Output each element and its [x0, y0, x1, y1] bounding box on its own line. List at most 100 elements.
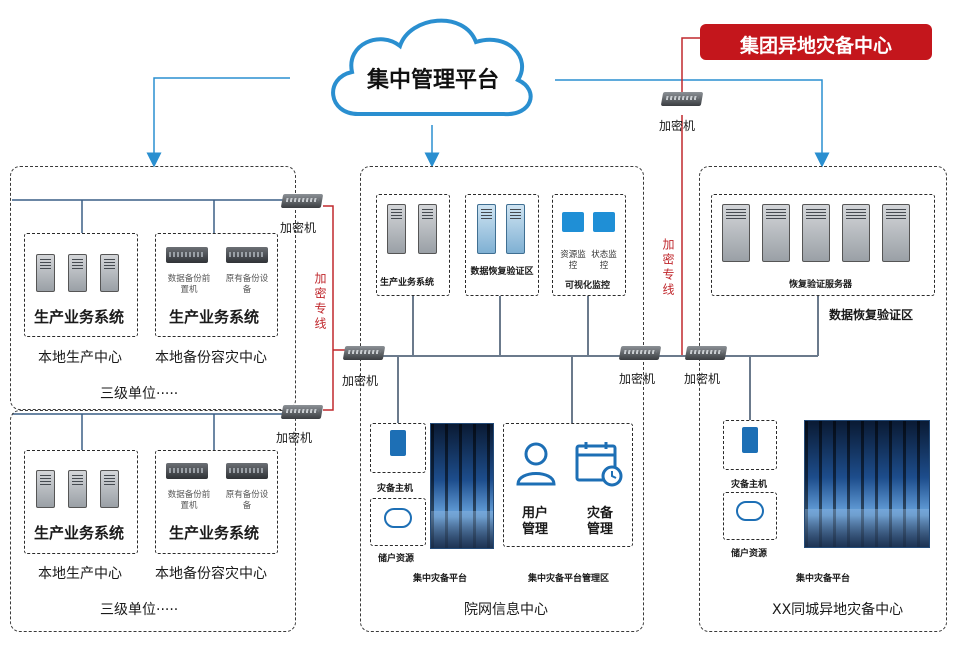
- server: [802, 204, 830, 262]
- dr-mgmt-label: 灾备管理: [587, 506, 614, 537]
- encryptor-device: [660, 92, 704, 106]
- datacenter-image: [430, 423, 494, 549]
- backup-system-box: [155, 233, 278, 337]
- encryptor-label: 加密机: [342, 374, 379, 388]
- server: [100, 254, 119, 292]
- dr-platform-label: 集中灾备平台: [413, 574, 468, 584]
- prod-system-label: 生产业务系统: [34, 308, 125, 326]
- dr-host-label: 灾备主机: [731, 480, 768, 490]
- encryptor-label: 加密机: [659, 119, 696, 133]
- storage-label: 储户资源: [731, 549, 768, 559]
- server: [882, 204, 910, 262]
- dedicated-line-label: 加密专线: [661, 238, 675, 298]
- cloud-storage-icon: [384, 508, 412, 528]
- group-center-label: 集团异地灾备中心: [739, 35, 892, 57]
- datacenter-image: [804, 420, 930, 548]
- recovery-zone-box: [465, 194, 539, 296]
- center-label: XX同城异地灾备中心: [772, 602, 904, 618]
- arrow-to-left: [146, 77, 290, 168]
- encryptor-device: [618, 346, 662, 360]
- recovery-zone-label: 数据恢复验证区: [470, 267, 534, 277]
- center-label: 院网信息中心: [464, 602, 548, 618]
- encryptor-device: [684, 346, 728, 360]
- backup-system-label: 生产业务系统: [169, 308, 260, 326]
- local-center-label: 本地生产中心: [38, 350, 122, 366]
- mgmt-zone-box: [503, 423, 633, 547]
- backup-system-label: 生产业务系统: [169, 524, 260, 542]
- calendar-icon: [575, 442, 623, 487]
- backup-device-2-label: 原有备份设备: [225, 490, 269, 511]
- rack-device: [226, 463, 268, 479]
- recovery-servers-label: 恢复验证服务器: [789, 280, 853, 290]
- monitor-resource-label: 资源监控: [560, 250, 586, 271]
- monitor-icon: [593, 212, 615, 232]
- local-center-label: 本地生产中心: [38, 566, 122, 582]
- backup-center-label: 本地备份容灾中心: [155, 350, 267, 366]
- group-center-box: [700, 24, 932, 60]
- server-icon: [390, 430, 406, 456]
- server: [418, 204, 437, 254]
- user-mgmt-label: 用户管理: [522, 506, 549, 537]
- dr-host-label: 灾备主机: [377, 484, 414, 494]
- encryptor-device: [280, 405, 324, 419]
- prod-system-box: [24, 450, 138, 554]
- red-line-right: [662, 115, 683, 357]
- cloud-title: 集中管理平台: [366, 68, 499, 93]
- right-center-box: [699, 166, 947, 632]
- prod-system-box: [24, 233, 138, 337]
- storage-box: [723, 492, 777, 540]
- encryptor-label: 加密机: [684, 372, 721, 386]
- encryptor-device: [342, 346, 386, 360]
- server: [762, 204, 790, 262]
- visual-monitor-box: [552, 194, 626, 296]
- cloud-shape: [331, 18, 533, 117]
- dr-host-box: [370, 423, 426, 473]
- user-icon: [516, 442, 556, 486]
- dr-platform-label: 集中灾备平台: [796, 574, 851, 584]
- rack-device: [166, 247, 208, 263]
- prod-system-box: [376, 194, 450, 296]
- backup-device-2-label: 原有备份设备: [225, 274, 269, 295]
- recovery-servers-box: [711, 194, 935, 296]
- backup-device-1-label: 数据备份前置机: [167, 274, 211, 295]
- server: [477, 204, 496, 254]
- monitor-icon: [562, 212, 584, 232]
- dedicated-line-label: 加密专线: [313, 272, 327, 332]
- encryptor-label: 加密机: [619, 372, 656, 386]
- prod-system-label: 生产业务系统: [34, 524, 125, 542]
- backup-system-box: [155, 450, 278, 554]
- encryptor-device: [280, 194, 324, 208]
- server: [68, 254, 87, 292]
- server: [722, 204, 750, 262]
- mgmt-zone-label: 集中灾备平台管理区: [528, 574, 610, 584]
- server: [100, 470, 119, 508]
- server: [506, 204, 525, 254]
- recovery-zone-label: 数据恢复验证区: [829, 308, 914, 322]
- storage-box: [370, 498, 426, 546]
- cloud-storage-icon: [736, 501, 764, 521]
- backup-center-label: 本地备份容灾中心: [155, 566, 267, 582]
- encryptor-label: 加密机: [280, 221, 317, 235]
- unit-label: 三级单位·····: [100, 386, 179, 402]
- prod-system-label: 生产业务系统: [380, 278, 435, 288]
- red-line-group: [681, 37, 700, 98]
- left-unit-2-box: [10, 410, 296, 632]
- dr-host-box: [723, 420, 777, 470]
- monitor-status-label: 状态监控: [591, 250, 617, 271]
- rack-device: [166, 463, 208, 479]
- server: [36, 470, 55, 508]
- storage-label: 储户资源: [378, 554, 415, 564]
- server-icon: [742, 427, 758, 453]
- arrow-to-right: [555, 79, 830, 168]
- server: [387, 204, 406, 254]
- visual-monitor-label: 可视化监控: [565, 281, 611, 291]
- backup-device-1-label: 数据备份前置机: [167, 490, 211, 511]
- left-unit-1-box: [10, 166, 296, 410]
- rack-device: [226, 247, 268, 263]
- server: [842, 204, 870, 262]
- encryptor-label: 加密机: [276, 431, 313, 445]
- server: [36, 254, 55, 292]
- middle-center-box: [360, 166, 644, 632]
- unit-label: 三级单位·····: [100, 602, 179, 618]
